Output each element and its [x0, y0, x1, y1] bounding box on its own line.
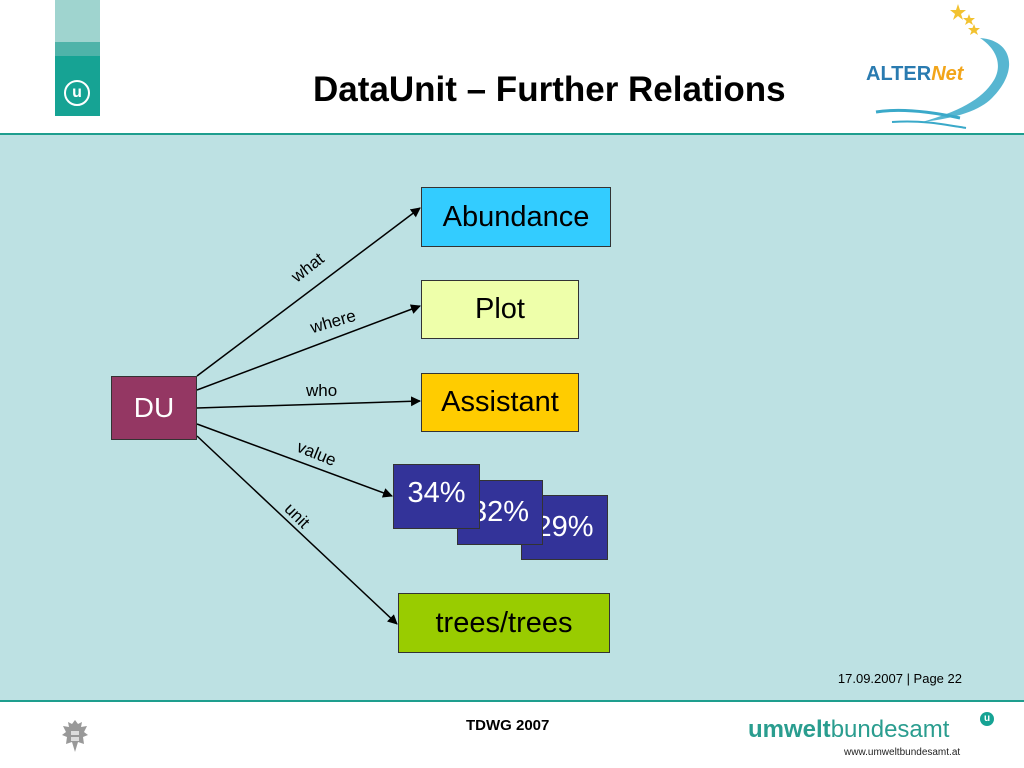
relation-label-who: who — [306, 381, 338, 400]
svg-text:ALTERNet: ALTERNet — [866, 63, 965, 85]
value-box-1: 34% — [393, 464, 480, 529]
slide-title: DataUnit – Further Relations — [313, 70, 786, 109]
header-divider — [0, 133, 1024, 135]
date-page-label: 17.09.2007 | Page 22 — [837, 671, 962, 686]
umweltbundesamt-logo: umweltbundesamt — [748, 716, 949, 744]
plot-box: Plot — [421, 280, 579, 339]
austrian-eagle-crest-icon — [62, 720, 88, 752]
conference-label: TDWG 2007 — [466, 717, 550, 734]
u-badge-icon: u — [980, 712, 994, 726]
footer-divider — [0, 700, 1024, 702]
umweltbundesamt-strip-logo: u — [55, 0, 100, 116]
alternet-text-a: ALTER — [866, 63, 932, 85]
website-url: www.umweltbundesamt.at — [844, 747, 961, 758]
brand-regular-text: bundesamt — [830, 716, 950, 743]
u-icon: u — [64, 80, 90, 106]
brand-bold-text: umwelt — [748, 716, 831, 743]
unit-box: trees/trees — [398, 593, 610, 653]
slide-header: u DataUnit – Further Relations ALTERNet — [0, 0, 1024, 135]
assistant-box: Assistant — [421, 373, 579, 432]
alternet-logo: ALTERNet — [866, 4, 1010, 129]
du-box: DU — [111, 376, 197, 440]
alternet-text-b: Net — [931, 63, 965, 85]
abundance-box: Abundance — [421, 187, 611, 247]
